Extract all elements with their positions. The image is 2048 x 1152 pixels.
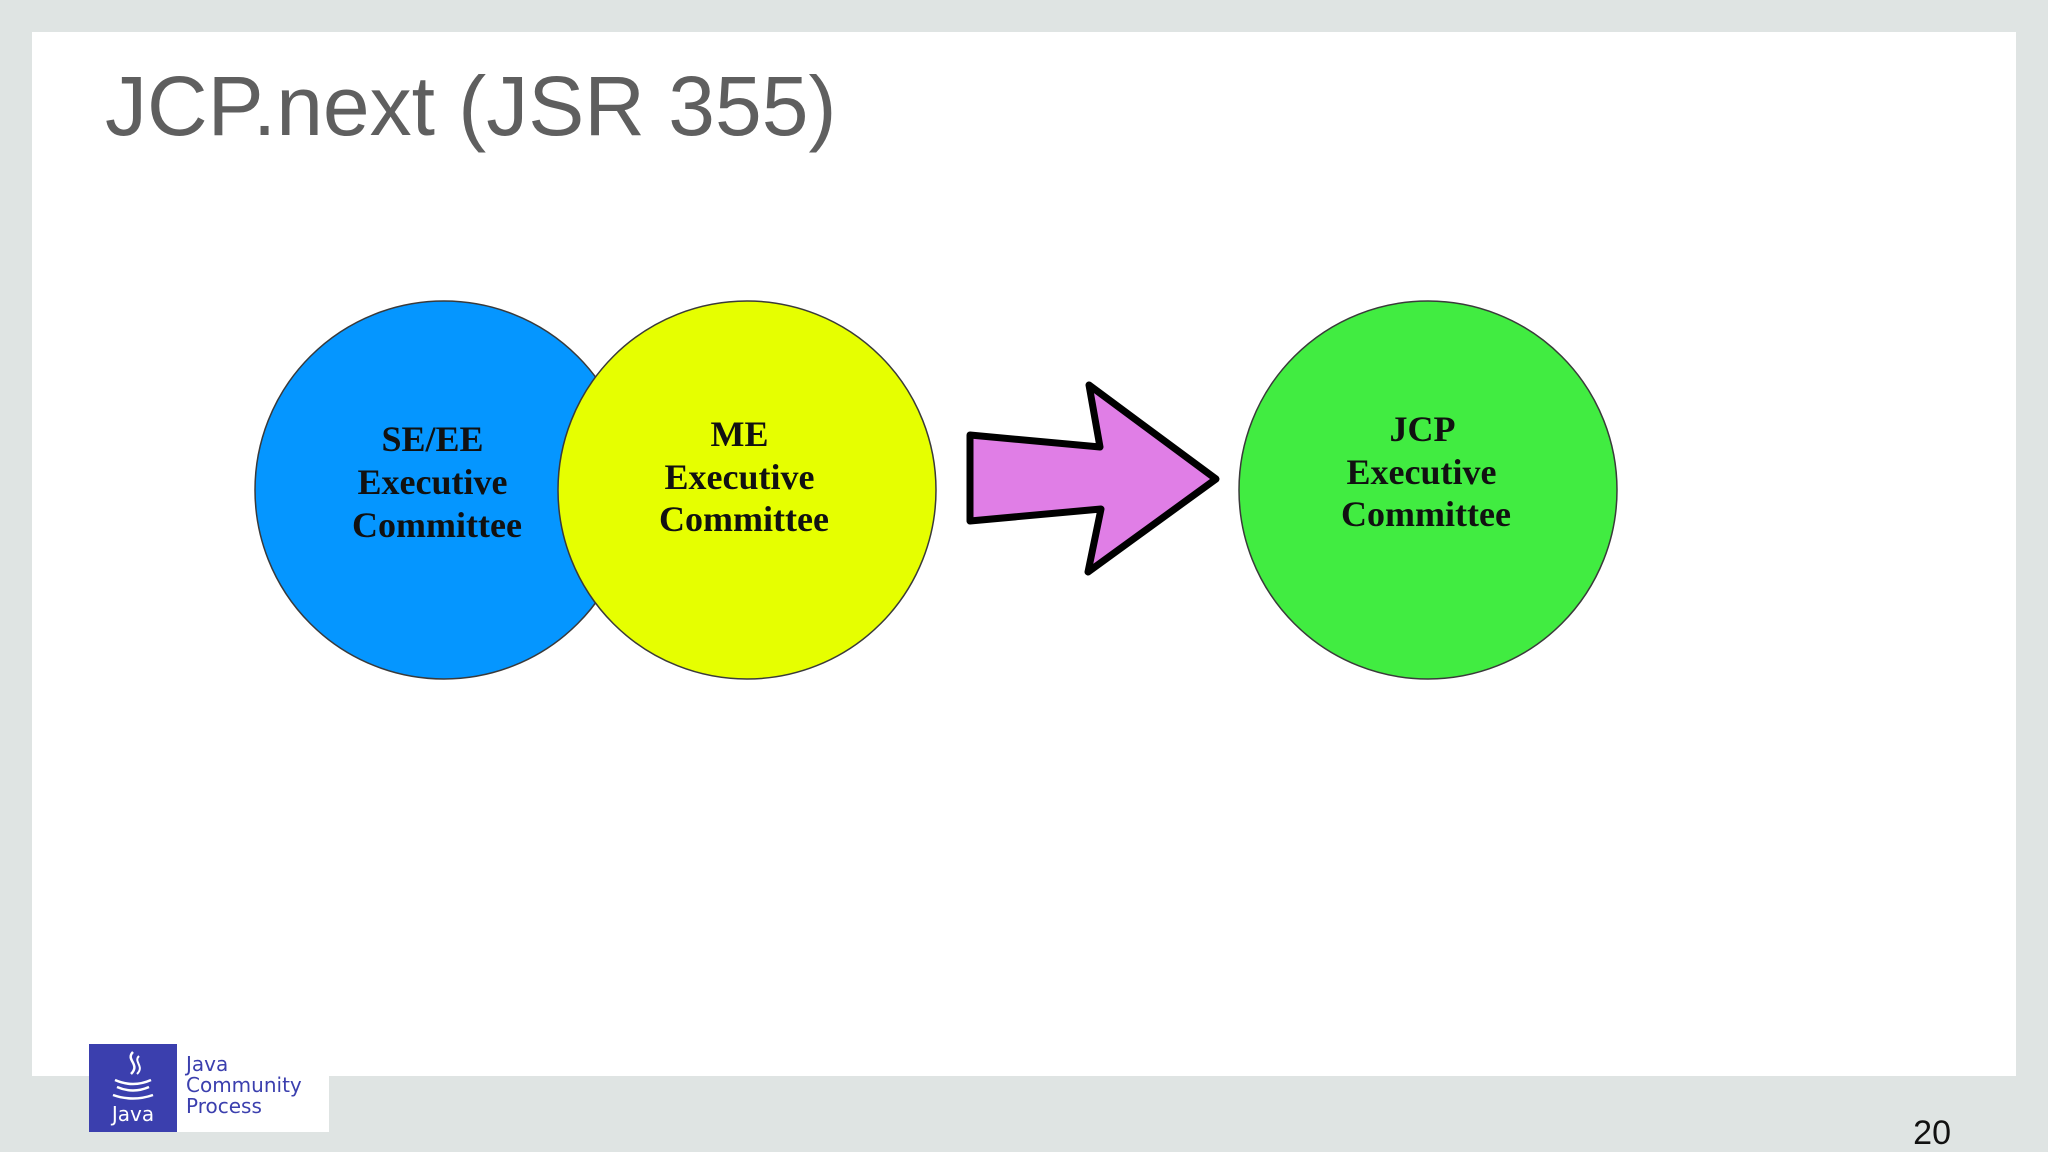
me-committee-circle: ME Executive Committee bbox=[557, 300, 937, 680]
jcp-label-line-1: JCP bbox=[1389, 409, 1454, 449]
se-ee-label-line-1: SE/EE bbox=[381, 419, 483, 459]
svg-text:JCP Executive Comm: JCP Executive Committee bbox=[1341, 409, 1511, 534]
me-label-line-1: ME bbox=[711, 414, 769, 454]
me-label-line-3: Committee bbox=[659, 499, 829, 539]
slide-title: JCP.next (JSR 355) bbox=[105, 59, 837, 153]
logo-wordmark: Java Community Process bbox=[186, 1054, 302, 1117]
se-ee-committee-circle: SE/EE Executive Committee bbox=[254, 300, 634, 680]
logo-line-2: Community bbox=[186, 1073, 302, 1097]
merge-arrow-icon bbox=[966, 381, 1220, 576]
jcp-committee-circle: JCP Executive Committee bbox=[1238, 300, 1618, 680]
se-ee-label-line-2: Executive bbox=[358, 462, 508, 502]
jcp-label-line-2: Executive bbox=[1347, 452, 1497, 492]
java-logo-mark: Java bbox=[89, 1044, 177, 1132]
java-community-process-logo: Java Java Community Process bbox=[89, 1044, 329, 1132]
me-label-line-2: Executive bbox=[665, 457, 815, 497]
svg-text:SE/EE Executive Co: SE/EE Executive Committee bbox=[352, 419, 522, 545]
logo-line-3: Process bbox=[186, 1094, 262, 1118]
java-cup-icon bbox=[112, 1051, 154, 1100]
jcp-label-line-3: Committee bbox=[1341, 494, 1511, 534]
page-number: 20 bbox=[1913, 1114, 1951, 1152]
logo-line-1: Java bbox=[186, 1052, 229, 1076]
svg-text:ME Executive Commi: ME Executive Committee bbox=[659, 414, 829, 539]
logo-mark-text: Java bbox=[111, 1102, 155, 1126]
se-ee-label-line-3: Committee bbox=[352, 505, 522, 545]
